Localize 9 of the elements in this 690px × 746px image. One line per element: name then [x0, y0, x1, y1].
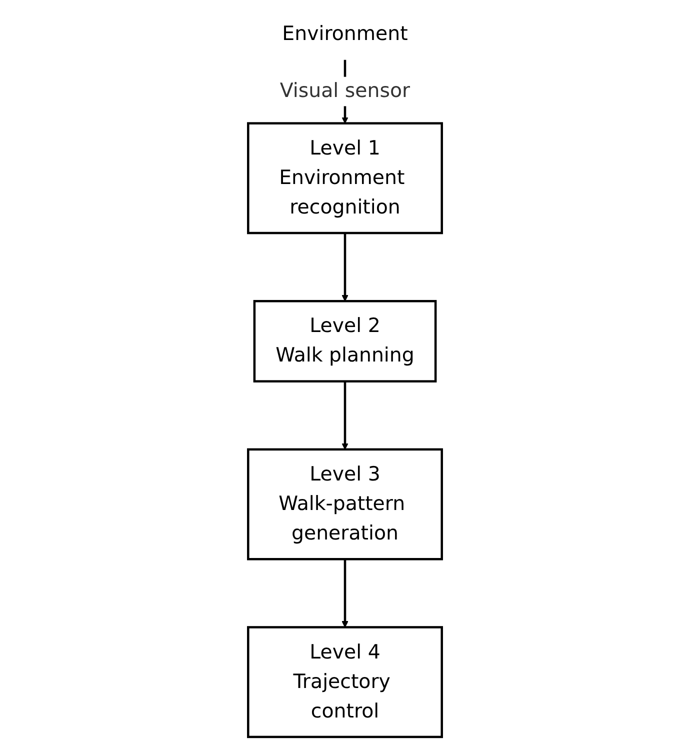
arrow: [342, 381, 348, 450]
node-text: Environment: [282, 22, 408, 46]
node-box: Level 1 Environment recognition: [247, 122, 443, 234]
arrow: [342, 559, 348, 628]
node-box: Level 2 Walk planning: [253, 300, 437, 382]
node-box: Level 3 Walk-pattern generation: [247, 448, 443, 560]
edge-label: Visual sensor: [280, 80, 410, 102]
node-box: Level 4 Trajectory control: [247, 626, 443, 738]
arrow: [342, 233, 348, 302]
